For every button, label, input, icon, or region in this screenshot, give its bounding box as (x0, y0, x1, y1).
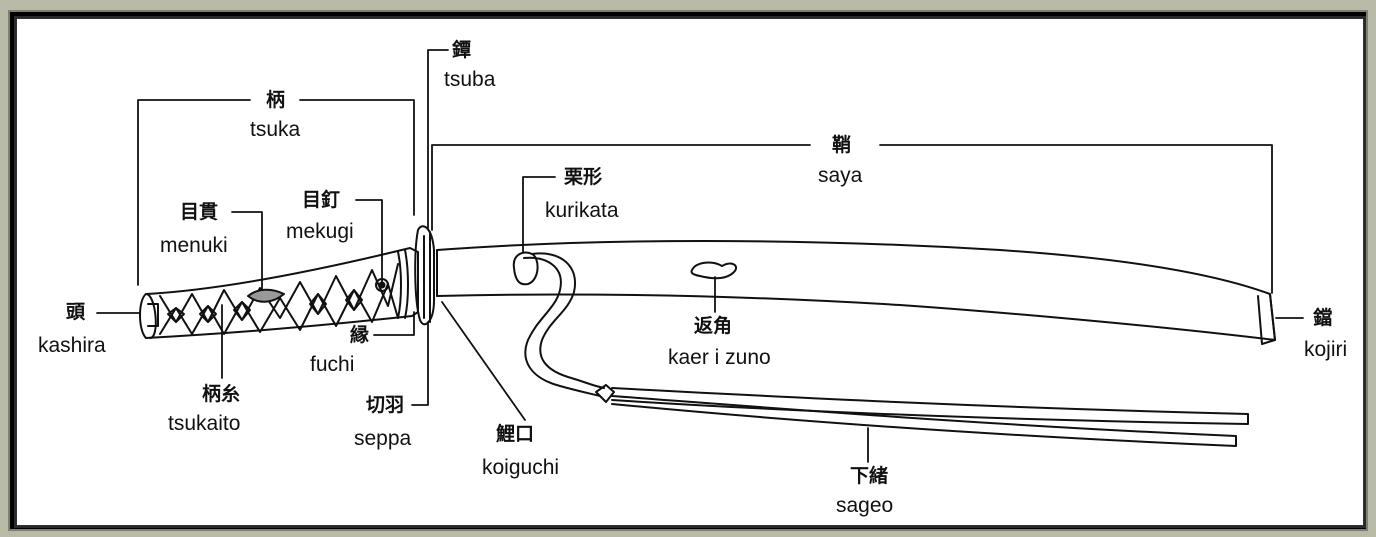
koiguchi-jp-label: 鯉口 (496, 423, 535, 445)
mekugi-label: mekugi (286, 220, 354, 243)
tsuka-handle (139, 247, 419, 339)
fuchi-jp-label: 縁 (350, 324, 370, 346)
kaerizuno-jp-label: 返角 (694, 315, 733, 337)
kurikata-label: kurikata (545, 199, 619, 222)
sageo-label: sageo (836, 494, 894, 517)
kaerizuno-label: kaer i zuno (668, 346, 771, 369)
kashira-label: kashira (38, 334, 106, 357)
tsukaito-jp-label: 柄糸 (202, 383, 241, 405)
sageo-cord (512, 251, 1249, 447)
tsuba-label: tsuba (444, 68, 496, 91)
leader-lines (96, 49, 1304, 463)
kurikata-jp-label: 栗形 (564, 166, 603, 188)
tsuba-guard (414, 225, 435, 326)
tsukaito-label: tsukaito (168, 412, 241, 435)
seppa-label: seppa (354, 427, 412, 450)
menuki-label: menuki (160, 234, 228, 257)
tsuba-jp-label: 鐔 (452, 39, 472, 61)
sageo-jp-label: 下緒 (850, 465, 889, 487)
tsuka-label: tsuka (250, 118, 301, 141)
kashira-jp-label: 頭 (66, 301, 86, 323)
menuki-jp-label: 目貫 (180, 201, 219, 223)
kojiri-jp-label: 鐺 (1313, 307, 1333, 329)
fuchi-label: fuchi (310, 353, 355, 376)
kojiri-label: kojiri (1304, 338, 1348, 361)
saya-scabbard (436, 240, 1276, 345)
seppa-jp-label: 切羽 (366, 394, 405, 416)
mekugi-jp-label: 目釘 (302, 189, 341, 211)
tsuka-jp-label: 柄 (266, 89, 286, 111)
saya-label: saya (818, 164, 863, 187)
koiguchi-label: koiguchi (482, 456, 560, 479)
saya-jp-label: 鞘 (832, 134, 852, 156)
